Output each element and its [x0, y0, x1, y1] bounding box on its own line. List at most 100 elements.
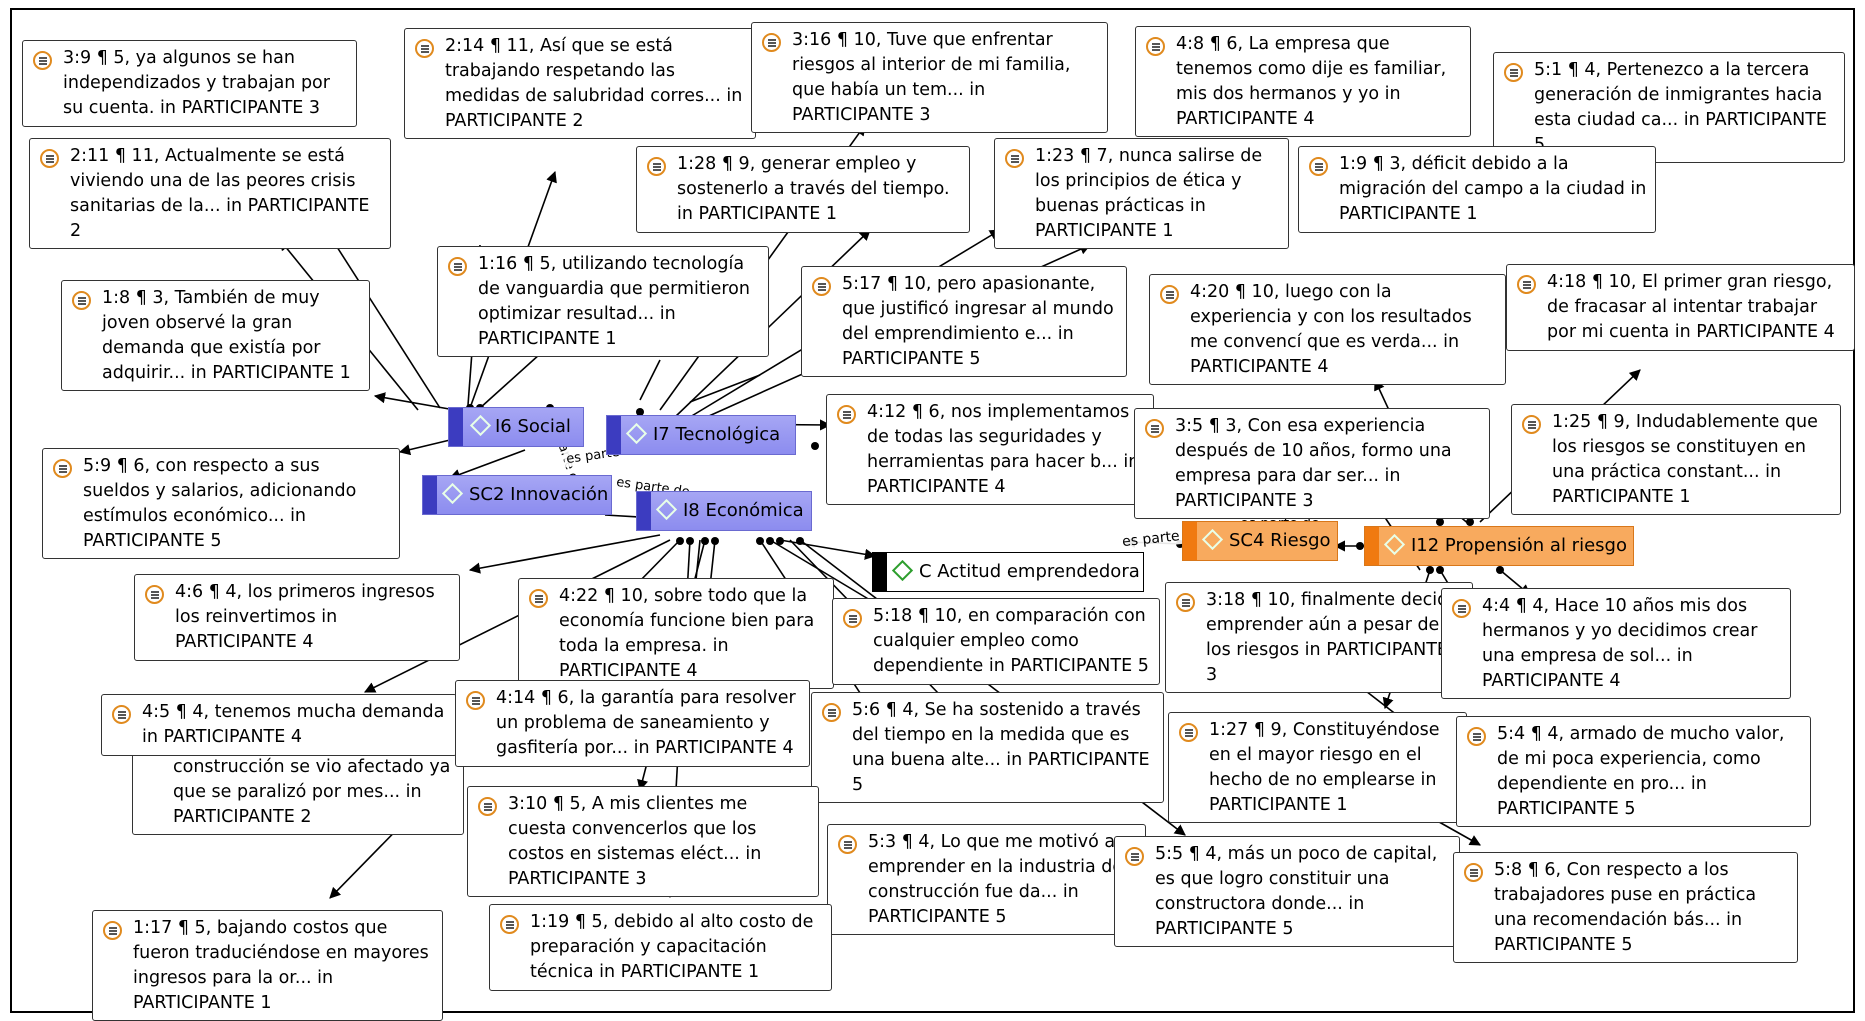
quotation-node[interactable]: 1:8 ¶ 3, También de muy joven observé la…: [61, 280, 370, 392]
quotation-icon: [1145, 419, 1164, 438]
quotation-node[interactable]: 5:1 ¶ 4, Pertenezco a la tercera generac…: [1493, 52, 1845, 164]
quotation-text: 3:18 ¶ 10, finalmente decidí emprender a…: [1206, 590, 1454, 685]
quotation-node[interactable]: 5:17 ¶ 10, pero apasionante, que justifi…: [801, 266, 1127, 378]
quotation-text: 5:6 ¶ 4, Se ha sostenido a través del ti…: [852, 700, 1150, 795]
code-diamond-icon: [469, 414, 492, 437]
quotation-icon: [822, 703, 841, 722]
code-node-i6-social[interactable]: I6 Social: [448, 407, 584, 447]
quotation-node[interactable]: 4:4 ¶ 4, Hace 10 años mis dos hermanos y…: [1441, 588, 1791, 700]
quotation-icon: [40, 149, 59, 168]
quotation-icon: [1146, 37, 1165, 56]
code-node-sc2-innovacion[interactable]: SC2 Innovación: [422, 475, 612, 515]
code-node-i7-tecnologica[interactable]: I7 Tecnológica: [606, 415, 796, 455]
quotation-text: 3:5 ¶ 3, Con esa experiencia después de …: [1175, 416, 1452, 511]
quotation-node[interactable]: 3:16 ¶ 10, Tuve que enfrentar riesgos al…: [751, 22, 1108, 134]
network-canvas: [10, 8, 1855, 1013]
quotation-text: 4:20 ¶ 10, luego con la experiencia y co…: [1190, 282, 1472, 377]
quotation-text: 1:8 ¶ 3, También de muy joven observé la…: [102, 288, 351, 383]
quotation-icon: [478, 797, 497, 816]
quotation-icon: [415, 39, 434, 58]
code-label: I12 Propensión al riesgo: [1411, 535, 1627, 556]
code-label: I8 Económica: [683, 500, 804, 521]
quotation-node[interactable]: 4:6 ¶ 4, los primeros ingresos los reinv…: [134, 574, 460, 661]
quotation-icon: [1467, 727, 1486, 746]
quotation-node[interactable]: 2:11 ¶ 11, Actualmente se está viviendo …: [29, 138, 391, 250]
quotation-node[interactable]: 3:5 ¶ 3, Con esa experiencia después de …: [1134, 408, 1490, 520]
quotation-node[interactable]: 5:3 ¶ 4, Lo que me motivó a emprender en…: [827, 824, 1146, 936]
code-node-i8-economica[interactable]: I8 Económica: [636, 491, 812, 531]
quotation-node[interactable]: 5:18 ¶ 10, en comparación con cualquier …: [832, 598, 1160, 685]
code-label: C Actitud emprendedora: [919, 561, 1140, 582]
code-node-i12-propension-al-riesgo[interactable]: I12 Propensión al riesgo: [1364, 526, 1634, 566]
quotation-node[interactable]: 1:19 ¶ 5, debido al alto costo de prepar…: [489, 904, 832, 991]
quotation-node[interactable]: 1:9 ¶ 3, déficit debido a la migración d…: [1298, 146, 1656, 233]
quotation-node[interactable]: 4:20 ¶ 10, luego con la experiencia y co…: [1149, 274, 1506, 386]
quotation-icon: [762, 33, 781, 52]
quotation-node[interactable]: 1:28 ¶ 9, generar empleo y sostenerlo a …: [636, 146, 970, 233]
quotation-text: 5:3 ¶ 4, Lo que me motivó a emprender en…: [868, 832, 1124, 927]
quotation-node[interactable]: 5:8 ¶ 6, Con respecto a los trabajadores…: [1453, 852, 1798, 964]
quotation-icon: [448, 257, 467, 276]
quotation-node[interactable]: 3:9 ¶ 5, ya algunos se han independizado…: [22, 40, 357, 127]
code-label: SC4 Riesgo: [1229, 530, 1331, 551]
quotation-node[interactable]: 4:14 ¶ 6, la garantía para resolver un p…: [455, 680, 810, 767]
code-diamond-icon: [891, 559, 914, 582]
quotation-node[interactable]: 3:10 ¶ 5, A mis clientes me cuesta conve…: [467, 786, 819, 898]
quotation-icon: [647, 157, 666, 176]
quotation-node[interactable]: 1:25 ¶ 9, Indudablemente que los riesgos…: [1511, 404, 1841, 516]
quotation-text: 3:10 ¶ 5, A mis clientes me cuesta conve…: [508, 794, 762, 889]
quotation-text: 4:8 ¶ 6, La empresa que tenemos como dij…: [1176, 34, 1447, 129]
quotation-icon: [1522, 415, 1541, 434]
quotation-node[interactable]: 1:27 ¶ 9, Constituyéndose en el mayor ri…: [1168, 712, 1467, 824]
quotation-text: 3:16 ¶ 10, Tuve que enfrentar riesgos al…: [792, 30, 1071, 125]
quotation-text: 4:12 ¶ 6, nos implementamos de todas las…: [867, 402, 1140, 497]
quotation-text: 3:9 ¶ 5, ya algunos se han independizado…: [63, 48, 330, 118]
quotation-icon: [1464, 863, 1483, 882]
quotation-icon: [145, 585, 164, 604]
quotation-text: 1:27 ¶ 9, Constituyéndose en el mayor ri…: [1209, 720, 1440, 815]
code-diamond-icon: [1201, 528, 1224, 551]
quotation-icon: [72, 291, 91, 310]
code-diamond-icon: [441, 482, 464, 505]
quotation-icon: [466, 691, 485, 710]
quotation-text: 4:14 ¶ 6, la garantía para resolver un p…: [496, 688, 796, 758]
code-label: I6 Social: [495, 416, 571, 437]
quotation-icon: [1179, 723, 1198, 742]
quotation-text: 4:18 ¶ 10, El primer gran riesgo, de fra…: [1547, 272, 1835, 342]
quotation-text: 1:25 ¶ 9, Indudablemente que los riesgos…: [1552, 412, 1818, 507]
quotation-text: 4:22 ¶ 10, sobre todo que la economía fu…: [559, 586, 815, 681]
quotation-node[interactable]: 1:17 ¶ 5, bajando costos que fueron trad…: [92, 910, 443, 1021]
quotation-node[interactable]: 4:5 ¶ 4, tenemos mucha demanda in PARTIC…: [101, 694, 457, 756]
quotation-icon: [837, 405, 856, 424]
quotation-icon: [1005, 149, 1024, 168]
code-label: SC2 Innovación: [469, 484, 609, 505]
quotation-text: 5:9 ¶ 6, con respecto a sus sueldos y sa…: [83, 456, 357, 551]
quotation-node[interactable]: 5:4 ¶ 4, armado de mucho valor, de mi po…: [1456, 716, 1811, 828]
quotation-node[interactable]: 1:16 ¶ 5, utilizando tecnología de vangu…: [437, 246, 769, 358]
quotation-text: 5:8 ¶ 6, Con respecto a los trabajadores…: [1494, 860, 1757, 955]
quotation-node[interactable]: 4:8 ¶ 6, La empresa que tenemos como dij…: [1135, 26, 1471, 138]
quotation-icon: [1309, 157, 1328, 176]
quotation-icon: [529, 589, 548, 608]
quotation-icon: [33, 51, 52, 70]
quotation-icon: [843, 609, 862, 628]
quotation-icon: [1176, 593, 1195, 612]
quotation-node[interactable]: 5:6 ¶ 4, Se ha sostenido a través del ti…: [811, 692, 1164, 804]
quotation-node[interactable]: 4:18 ¶ 10, El primer gran riesgo, de fra…: [1506, 264, 1855, 351]
quotation-node[interactable]: 1:23 ¶ 7, nunca salirse de los principio…: [994, 138, 1289, 250]
quotation-text: 1:23 ¶ 7, nunca salirse de los principio…: [1035, 146, 1263, 241]
quotation-icon: [1125, 847, 1144, 866]
code-node-sc4-riesgo[interactable]: SC4 Riesgo: [1182, 521, 1338, 561]
quotation-node[interactable]: 4:22 ¶ 10, sobre todo que la economía fu…: [518, 578, 834, 690]
quotation-node[interactable]: 5:9 ¶ 6, con respecto a sus sueldos y sa…: [42, 448, 400, 560]
quotation-node[interactable]: 3:18 ¶ 10, finalmente decidí emprender a…: [1165, 582, 1473, 694]
quotation-icon: [53, 459, 72, 478]
quotation-text: 4:5 ¶ 4, tenemos mucha demanda in PARTIC…: [142, 702, 445, 747]
code-node-c-actitud-emprendedora[interactable]: C Actitud emprendedora: [872, 552, 1144, 592]
quotation-node[interactable]: 2:14 ¶ 11, Así que se está trabajando re…: [404, 28, 756, 140]
quotation-icon: [1160, 285, 1179, 304]
quotation-text: 1:28 ¶ 9, generar empleo y sostenerlo a …: [677, 154, 950, 224]
quotation-node[interactable]: 5:5 ¶ 4, más un poco de capital, es que …: [1114, 836, 1460, 948]
quotation-icon: [812, 277, 831, 296]
quotation-node[interactable]: 4:12 ¶ 6, nos implementamos de todas las…: [826, 394, 1154, 506]
